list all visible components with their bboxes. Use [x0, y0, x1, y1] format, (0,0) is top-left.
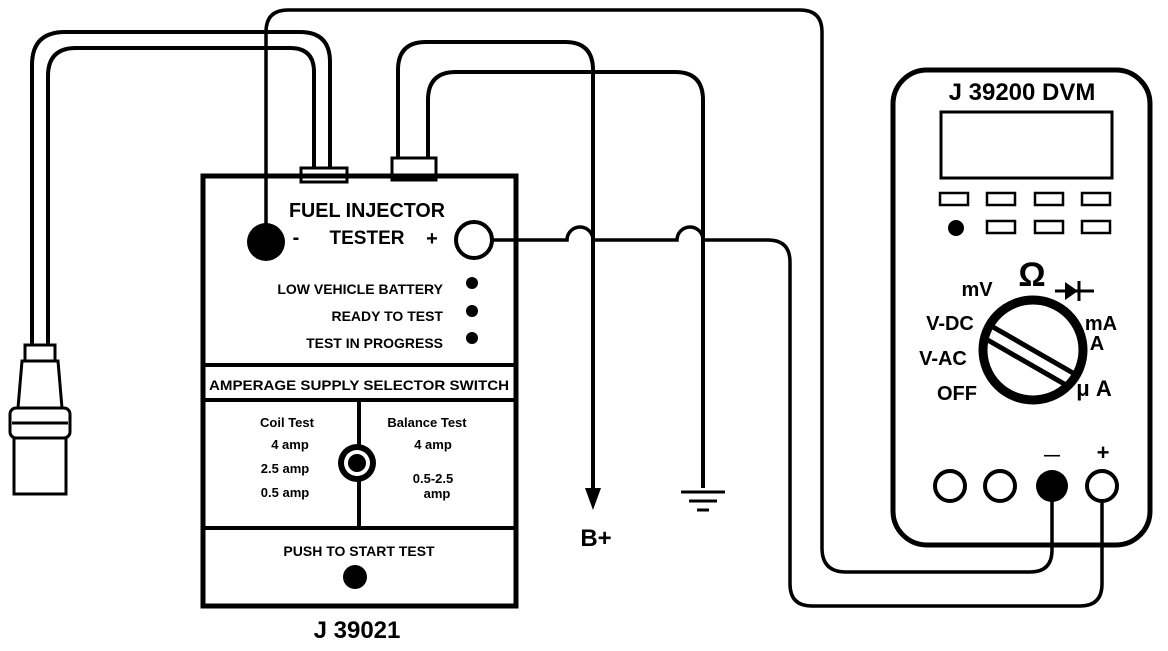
low-battery-label: LOW VEHICLE BATTERY: [277, 281, 443, 297]
fuel-injector-tester: FUEL INJECTOR TESTER - + LOW VEHICLE BAT…: [200, 156, 519, 609]
ground-icon: [681, 490, 725, 512]
ready-to-test-led: [466, 305, 478, 317]
dial-a-label: A: [1090, 333, 1104, 355]
battery-positive-label: B+: [580, 525, 611, 552]
coil-test-title: Coil Test: [260, 415, 315, 430]
low-battery-led: [466, 277, 478, 289]
coil-test-option-1: 4 amp: [271, 437, 309, 452]
b-plus-arrowhead: [585, 488, 601, 510]
selector-switch-header: AMPERAGE SUPPLY SELECTOR SWITCH: [209, 377, 509, 393]
dvm-button[interactable]: [1080, 191, 1112, 207]
tester-plus-label: +: [426, 228, 438, 250]
dial-mv-label: mV: [961, 279, 993, 301]
dvm-button[interactable]: [1033, 219, 1065, 235]
tester-model-label: J 39021: [314, 617, 401, 644]
dvm-jack[interactable]: [933, 469, 967, 503]
dvm-button[interactable]: [985, 219, 1017, 235]
positive-test-lead: [493, 225, 1104, 608]
injector-connector-cable: [30, 30, 332, 345]
balance-test-option-1: 4 amp: [414, 437, 452, 452]
amperage-selector-knob[interactable]: [338, 444, 376, 482]
dvm-positive-jack[interactable]: [1085, 469, 1119, 503]
coil-test-option-2: 2.5 amp: [261, 461, 309, 476]
dvm-button-row-2: [985, 219, 1112, 235]
balance-test-option-2: 0.5-2.5: [413, 471, 453, 486]
tester-title-line1: FUEL INJECTOR: [289, 200, 446, 222]
test-in-progress-led: [466, 332, 478, 344]
dvm-rotary-dial[interactable]: [978, 295, 1088, 405]
dvm-button[interactable]: [938, 191, 970, 207]
dvm-positive-jack-label: +: [1097, 440, 1110, 465]
tester-negative-terminal[interactable]: [247, 223, 285, 261]
ready-to-test-label: READY TO TEST: [331, 308, 443, 324]
dvm-button[interactable]: [1033, 191, 1065, 207]
diode-icon: [1055, 281, 1094, 301]
balance-test-option-3: amp: [424, 486, 451, 501]
injector-connector-plug: [8, 343, 72, 496]
tester-title-line2: TESTER: [330, 228, 405, 249]
dvm-negative-jack[interactable]: [1036, 470, 1068, 502]
coil-test-option-3: 0.5 amp: [261, 485, 309, 500]
push-to-start-label: PUSH TO START TEST: [283, 543, 435, 559]
negative-test-lead: [264, 8, 1054, 574]
dvm-power-indicator: [948, 220, 964, 236]
dvm-negative-jack-label: —: [1044, 447, 1060, 464]
dvm-button[interactable]: [985, 191, 1017, 207]
dial-ohm-label: Ω: [1018, 256, 1045, 294]
dvm-button-row-1: [938, 191, 1112, 207]
tester-minus-label: -: [293, 227, 300, 249]
dial-ua-label: μ A: [1076, 376, 1112, 401]
balance-test-title: Balance Test: [387, 415, 467, 430]
dvm-button[interactable]: [1080, 219, 1112, 235]
tester-power-cable: [396, 40, 705, 492]
push-to-start-button[interactable]: [343, 565, 367, 589]
dial-vac-label: V-AC: [919, 348, 967, 370]
test-in-progress-label: TEST IN PROGRESS: [306, 335, 443, 351]
dial-off-label: OFF: [937, 383, 977, 405]
dial-ma-label: mA: [1085, 313, 1117, 335]
tester-positive-terminal[interactable]: [454, 220, 494, 260]
dvm-title: J 39200 DVM: [949, 79, 1096, 106]
dial-vdc-label: V-DC: [926, 313, 974, 335]
dvm-display: [939, 110, 1114, 180]
digital-volt-meter: J 39200 DVM mV Ω V-DC V-AC OFF mA A μ A: [890, 67, 1153, 548]
dvm-jack[interactable]: [983, 469, 1017, 503]
